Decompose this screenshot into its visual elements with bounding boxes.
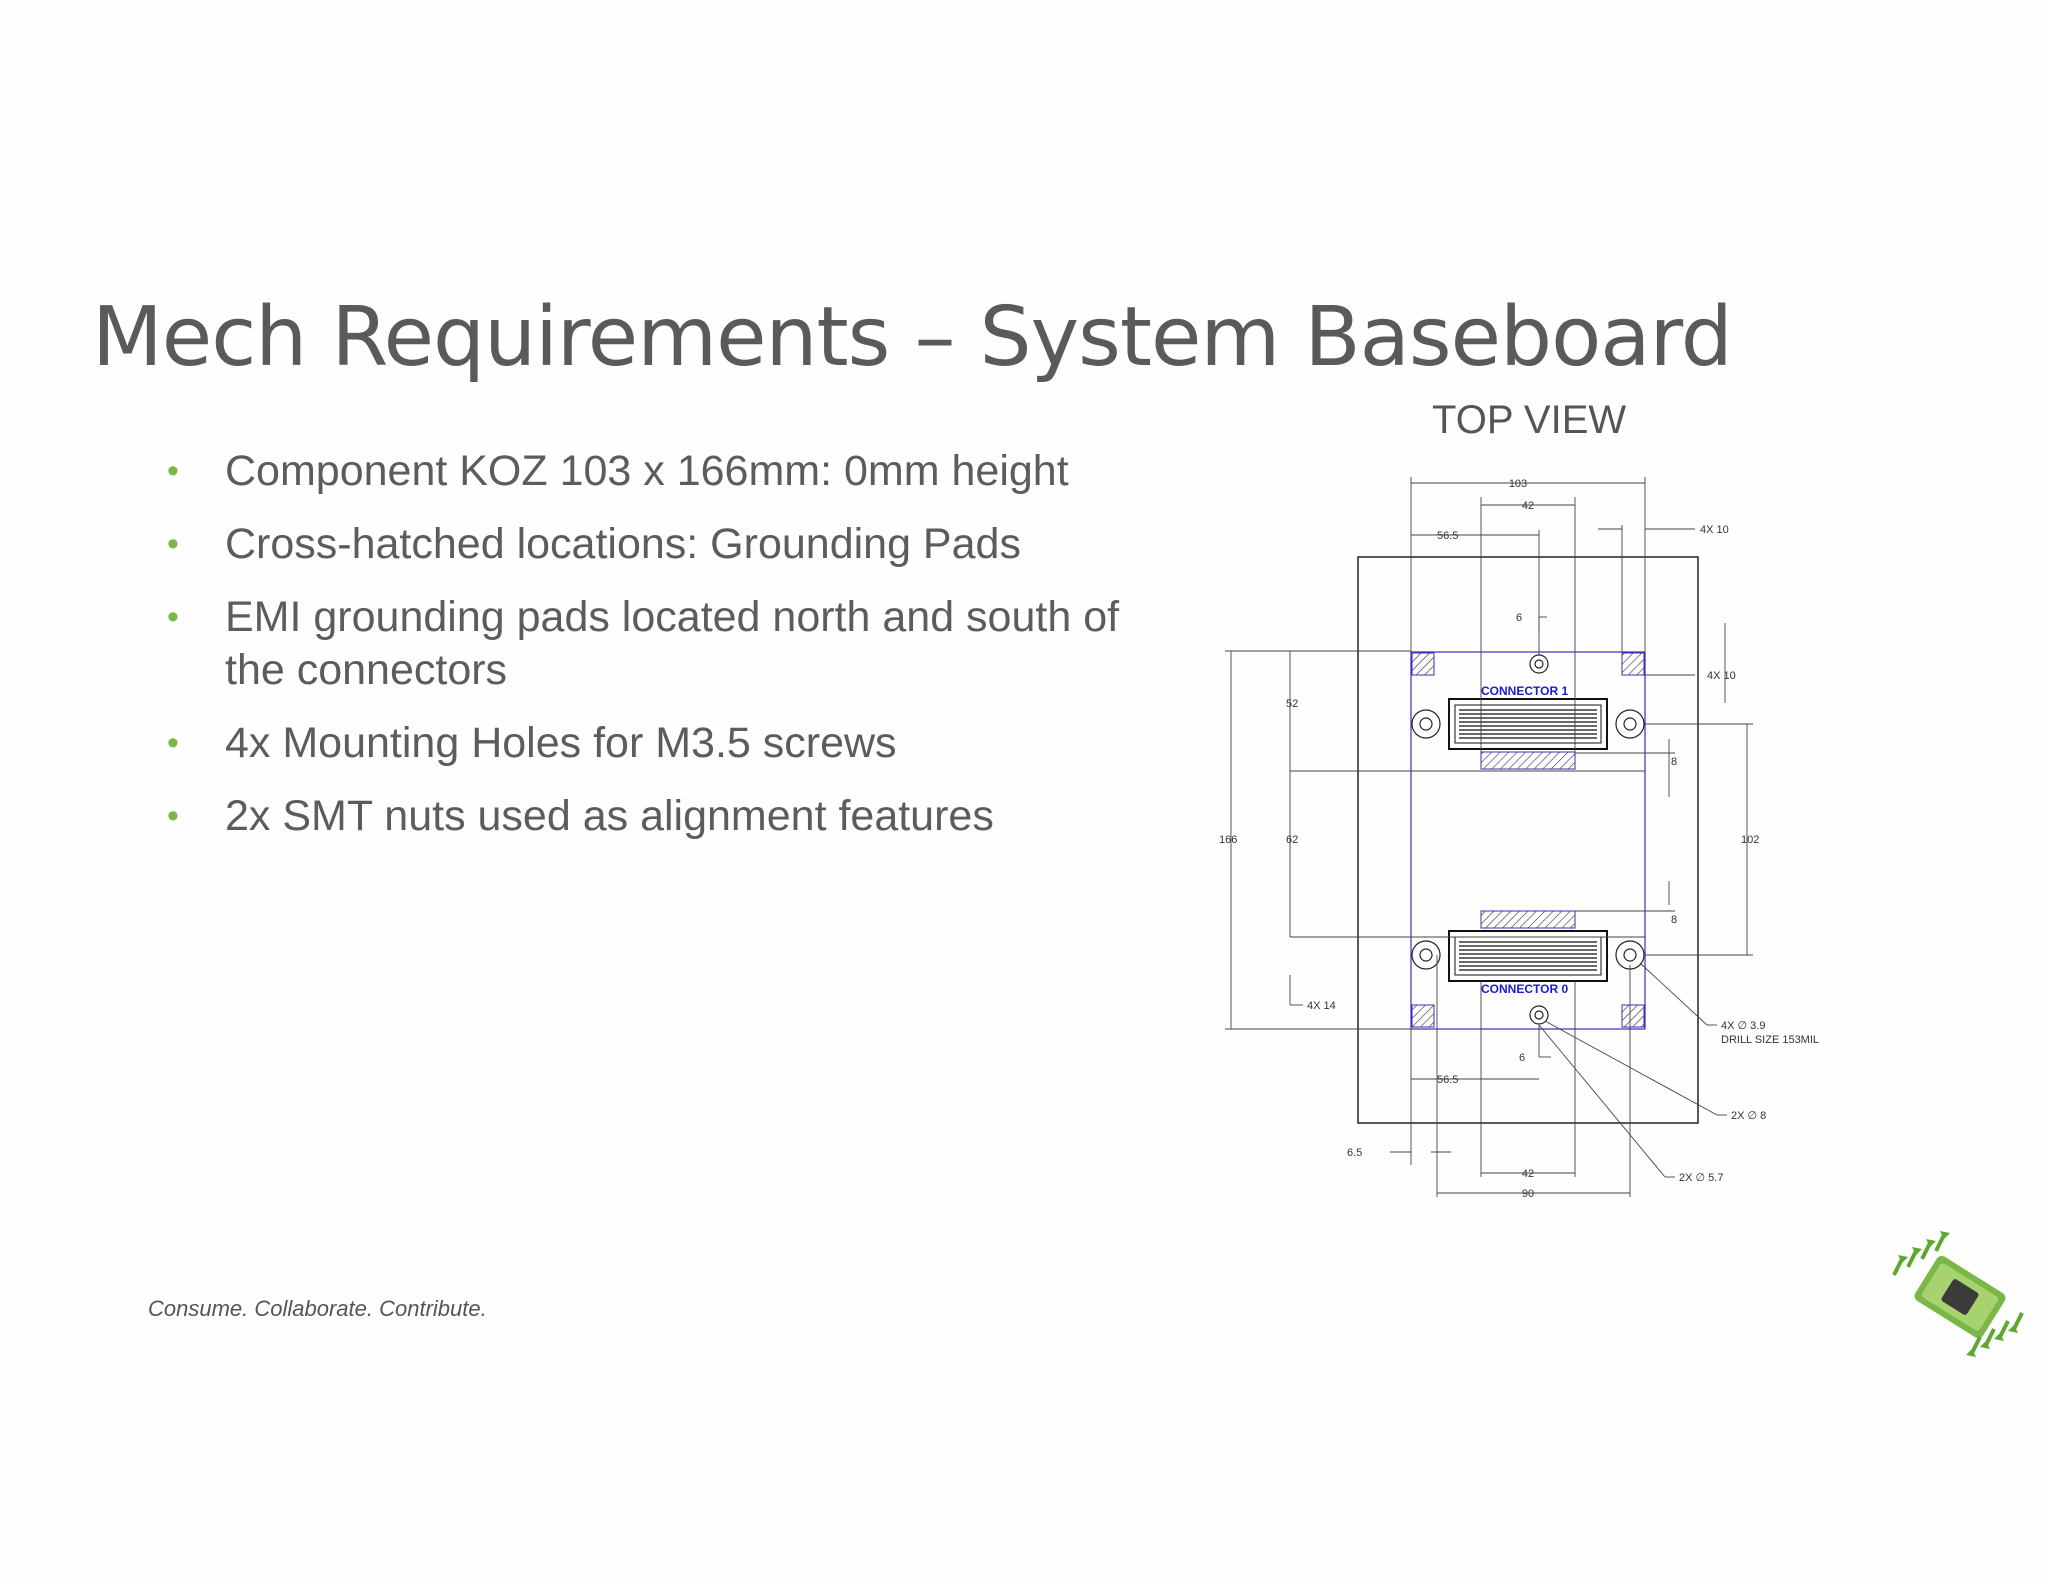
svg-text:52: 52 <box>1286 698 1298 710</box>
svg-text:103: 103 <box>1509 478 1527 490</box>
connector-0-label: CONNECTOR 0 <box>1481 982 1568 996</box>
svg-text:42: 42 <box>1522 1168 1534 1180</box>
bullet-list: •Component KOZ 103 x 166mm: 0mm height •… <box>165 445 1145 863</box>
svg-text:166: 166 <box>1219 834 1237 846</box>
slide-title: Mech Requirements – System Baseboard <box>92 290 1733 385</box>
bullet-icon: • <box>167 452 179 490</box>
svg-text:90: 90 <box>1522 1188 1534 1200</box>
svg-text:6: 6 <box>1519 1052 1525 1064</box>
connector-1 <box>1448 698 1608 750</box>
smt-nuts <box>1529 654 1549 1025</box>
svg-text:2X ∅ 8: 2X ∅ 8 <box>1731 1110 1766 1122</box>
bullet-icon: • <box>167 525 179 563</box>
svg-text:DRILL SIZE 153MIL: DRILL SIZE 153MIL <box>1721 1034 1819 1046</box>
bullet-icon: • <box>167 598 179 636</box>
svg-text:42: 42 <box>1522 500 1534 512</box>
svg-text:2X ∅ 5.7: 2X ∅ 5.7 <box>1679 1172 1723 1184</box>
connector-0 <box>1448 930 1608 982</box>
svg-text:62: 62 <box>1286 834 1298 846</box>
chip-logo-icon <box>1892 1231 2024 1357</box>
top-view-label: TOP VIEW <box>1432 398 1626 442</box>
ground-pad <box>1411 652 1435 676</box>
svg-text:4X 10: 4X 10 <box>1700 524 1729 536</box>
emi-pad-top <box>1480 751 1576 770</box>
bullet-item: •2x SMT nuts used as alignment features <box>165 790 1145 843</box>
svg-text:4X 10: 4X 10 <box>1707 670 1736 682</box>
svg-text:6: 6 <box>1516 612 1522 624</box>
connector-1-label: CONNECTOR 1 <box>1481 684 1568 698</box>
svg-text:102: 102 <box>1741 834 1759 846</box>
emi-pad-bottom <box>1480 910 1576 929</box>
svg-text:6.5: 6.5 <box>1347 1147 1362 1159</box>
ground-pad <box>1411 1004 1435 1028</box>
svg-text:56.5: 56.5 <box>1437 1074 1458 1086</box>
koz-outline <box>1410 651 1646 1030</box>
ground-pad <box>1621 1004 1645 1028</box>
bullet-item: •EMI grounding pads located north and so… <box>167 593 1120 694</box>
bullet-icon: • <box>167 797 179 835</box>
mounting-holes <box>1411 709 1645 970</box>
bullet-item: •4x Mounting Holes for M3.5 screws <box>165 717 1145 770</box>
mechanical-drawing: TOP VIEW CONNECTOR 1 <box>1219 398 1819 1200</box>
svg-text:8: 8 <box>1671 756 1677 768</box>
ground-pad <box>1621 652 1645 676</box>
svg-text:56.5: 56.5 <box>1437 530 1458 542</box>
bullet-item: •Component KOZ 103 x 166mm: 0mm height <box>165 445 1145 498</box>
dimension-labels: 103 42 56.5 4X 10 6 4X 10 52 166 62 102 … <box>1219 478 1819 1200</box>
bullet-item: •Cross-hatched locations: Grounding Pads <box>165 518 1145 571</box>
svg-text:8: 8 <box>1671 914 1677 926</box>
svg-text:4X 14: 4X 14 <box>1307 1000 1336 1012</box>
bullet-icon: • <box>167 724 179 762</box>
tagline: Consume. Collaborate. Contribute. <box>148 1296 487 1321</box>
dimension-lines <box>1225 477 1753 1197</box>
svg-text:4X ∅ 3.9: 4X ∅ 3.9 <box>1721 1020 1765 1032</box>
board-outline <box>1357 556 1699 1124</box>
